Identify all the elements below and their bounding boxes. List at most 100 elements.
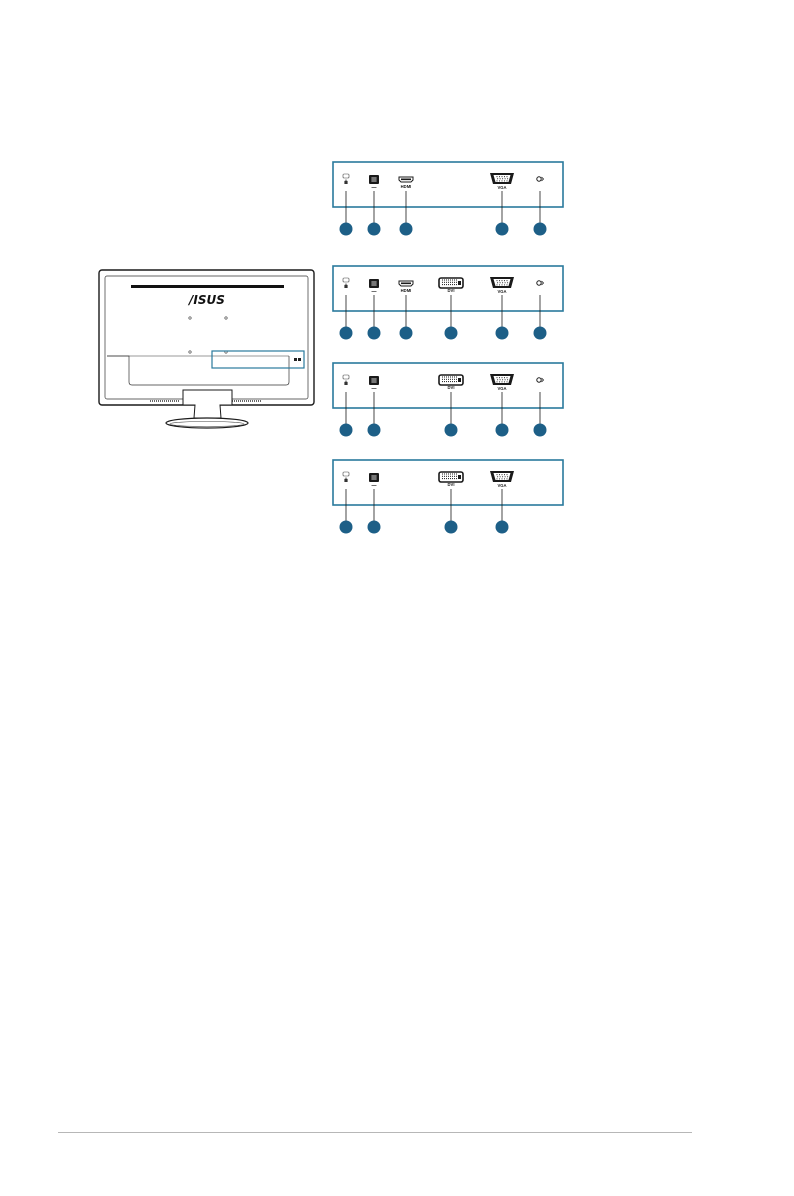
monitor-logo: /ISUS [187,293,225,307]
vga-pin [505,476,506,477]
callout-marker [368,223,381,236]
hdmi-label: HDMI [401,184,412,189]
vga-pin [506,377,507,378]
callout-marker [368,521,381,534]
vga-label: VGA [497,289,506,294]
dvi-pin [446,381,447,382]
power-inlet-pins [371,177,376,182]
dvi-pin [452,282,453,283]
vga-pin [499,180,500,181]
monitor-top-strip [131,285,284,288]
dvi-pin [450,381,451,382]
dvi-pin [444,280,445,281]
vga-pin [496,381,497,382]
dvi-pin [450,377,451,378]
vga-pin [499,474,500,475]
vga-pin [504,176,505,177]
port-panel-frame [333,162,563,207]
dvi-pin [444,478,445,479]
power-inlet-pins [371,475,376,480]
vga-pin [496,478,497,479]
vga-pin [507,379,508,380]
dvi-pin [452,280,453,281]
callout-marker [496,223,509,236]
vga-pin [499,280,500,281]
dvi-label: DVI [448,385,455,390]
vga-pin [500,476,501,477]
lock-icon [344,181,347,184]
dvi-pin [444,476,445,477]
vga-pin [501,176,502,177]
vga-pin [499,284,500,285]
dvi-pin [456,282,457,283]
callout-marker [496,327,509,340]
dvi-pin [448,476,449,477]
dvi-pin [444,379,445,380]
dvi-pin [444,381,445,382]
dvi-pin [442,282,443,283]
callout-marker [340,521,353,534]
vga-pin [497,476,498,477]
dvi-pin [454,474,455,475]
dvi-pin [446,476,447,477]
vga-pin [496,377,497,378]
dvi-pin [456,474,457,475]
vga-pin [506,474,507,475]
vga-pin [504,478,505,479]
vga-pin [499,478,500,479]
vga-pin [506,176,507,177]
vga-label: VGA [497,483,506,488]
dvi-pin [442,476,443,477]
vga-pin [497,282,498,283]
vga-pin [506,280,507,281]
vga-pin [506,180,507,181]
dvi-blade [458,281,461,285]
vga-label: VGA [497,185,506,190]
dvi-pin [450,476,451,477]
callout-marker [400,327,413,340]
vga-pin [496,176,497,177]
dvi-pin [456,284,457,285]
vga-pin [497,379,498,380]
dvi-pin [450,478,451,479]
dvi-pin [446,284,447,285]
dvi-pin [454,280,455,281]
dvi-pin [446,379,447,380]
lock-icon [344,382,347,385]
dvi-pin [444,284,445,285]
dvi-pin [450,282,451,283]
vga-pin [497,178,498,179]
dvi-pin [454,381,455,382]
vga-pin [504,280,505,281]
panel-2: HDMIDVIVGA [333,266,563,340]
vga-pin [502,379,503,380]
dvi-pin [448,280,449,281]
vga-pin [505,379,506,380]
dvi-pin [452,476,453,477]
vga-pin [501,381,502,382]
vga-pin [504,284,505,285]
vga-pin [502,282,503,283]
vga-pin [507,476,508,477]
dvi-pin [450,474,451,475]
vga-pin [502,476,503,477]
dvi-pin [448,381,449,382]
callout-marker [445,424,458,437]
vga-pin [506,284,507,285]
dvi-pin [448,478,449,479]
vga-pin [506,478,507,479]
callout-marker [496,521,509,534]
dvi-pin [456,379,457,380]
vga-pin [499,381,500,382]
callout-marker [368,424,381,437]
vga-pin [499,377,500,378]
hdmi-pins [401,283,411,285]
vga-pin [500,282,501,283]
vga-pin [507,282,508,283]
hdmi-pins [401,179,411,181]
vga-pin [496,180,497,181]
